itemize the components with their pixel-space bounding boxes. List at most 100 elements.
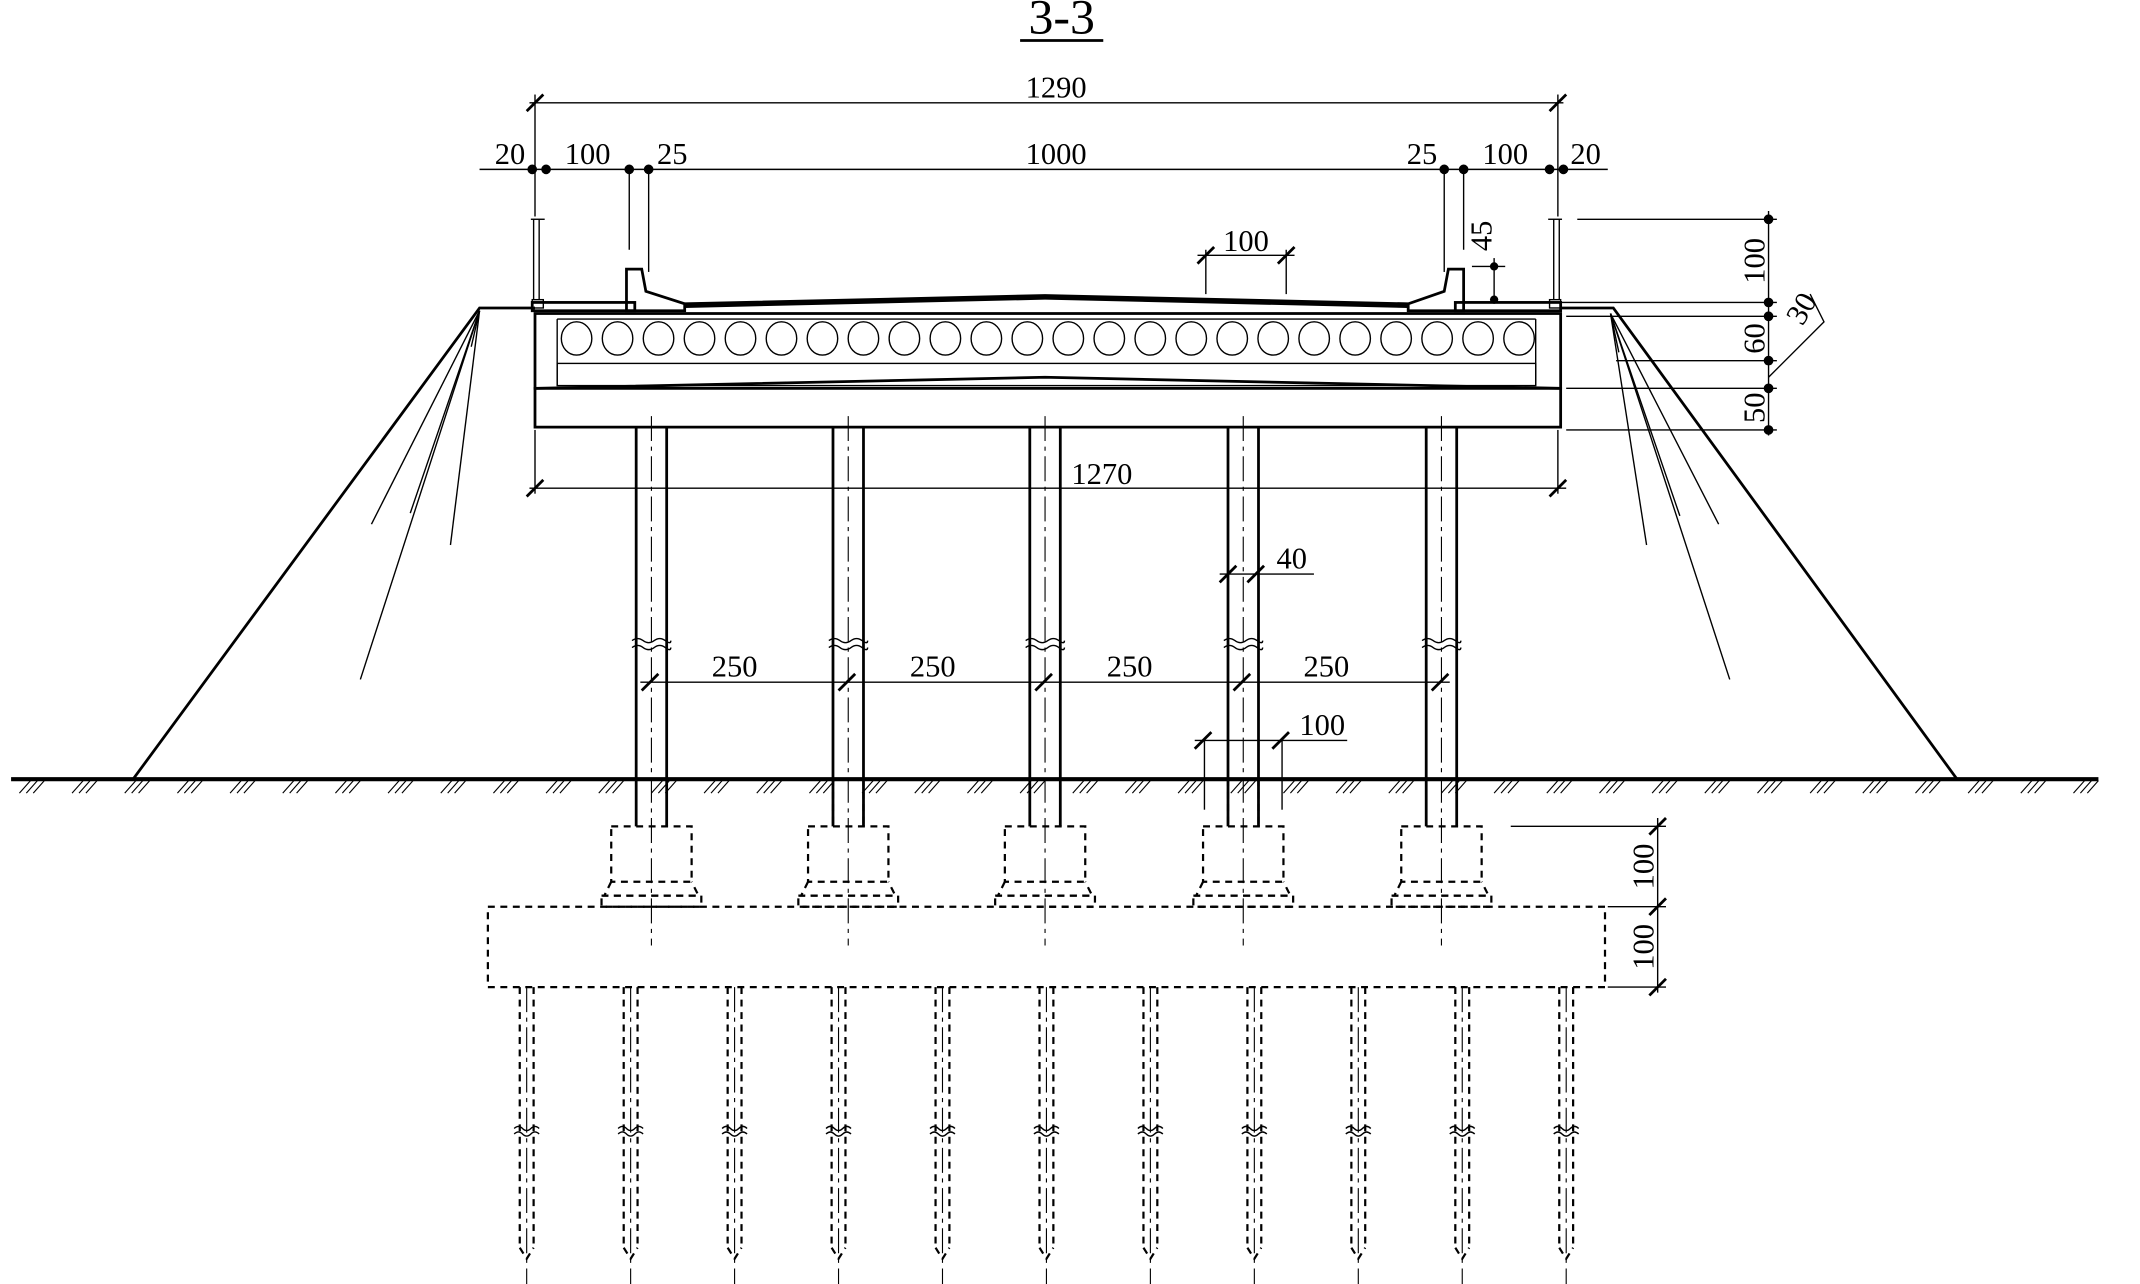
hollow-core: [970, 321, 1003, 356]
break-mark: [1449, 1131, 1476, 1137]
dim-column-spacing-2: 250: [910, 650, 956, 684]
break-mark: [828, 637, 869, 644]
break-mark: [1421, 644, 1462, 651]
break-mark: [1033, 1131, 1060, 1137]
deck-superstructure: [530, 218, 1563, 429]
hollow-core: [806, 321, 839, 356]
hollow-core: [683, 321, 716, 356]
right-embankment-slope: [1560, 306, 1959, 781]
break-mark: [828, 644, 869, 651]
break-mark: [631, 644, 672, 651]
pile: [617, 987, 644, 1284]
hollow-core: [601, 321, 634, 356]
section-title-text: 3-3: [1028, 0, 1094, 45]
break-mark: [1553, 1131, 1580, 1137]
break-mark: [825, 1125, 852, 1132]
slab-bottom-layer: [556, 362, 1537, 387]
dim-column-base-width: 100: [1299, 708, 1345, 742]
break-mark: [1345, 1125, 1372, 1132]
hollow-core: [1462, 321, 1495, 356]
hollow-cores: [560, 321, 1536, 356]
pavement-layer: [684, 294, 1409, 308]
dim-column-spacing-4: 250: [1304, 650, 1350, 684]
break-mark: [631, 637, 672, 644]
left-barrier: [625, 267, 687, 313]
pedestals: [600, 825, 1493, 908]
pile: [929, 987, 956, 1284]
hollow-core: [1011, 321, 1044, 356]
left-railing: [530, 218, 545, 309]
break-mark: [1025, 637, 1066, 644]
dim-left-edge: 20: [495, 137, 525, 171]
section-title: 3-3: [1020, 0, 1104, 45]
dim-column-spacing-3: 250: [1107, 650, 1153, 684]
pedestal: [994, 825, 1097, 908]
ground-hatching: [18, 780, 2099, 794]
cap-beam: [533, 375, 1563, 429]
dimension-dots: [527, 164, 1569, 175]
left-embankment-slope: [131, 306, 535, 781]
dim-barrier-height: 45: [1464, 221, 1498, 251]
break-mark: [825, 1131, 852, 1137]
dimensions: 1290 20 100 25 1000 25 100 20 100: [479, 70, 1825, 997]
hollow-core: [1134, 321, 1167, 356]
break-mark: [1241, 1131, 1268, 1137]
piles: [513, 987, 1580, 1284]
break-mark: [1449, 1125, 1476, 1132]
dim-cap-beam-height: 50: [1737, 393, 1771, 423]
dim-right-edge: 20: [1570, 137, 1600, 171]
pile: [1449, 987, 1476, 1284]
pile: [1345, 987, 1372, 1284]
hollow-core: [560, 321, 593, 356]
break-mark: [513, 1125, 540, 1132]
break-mark: [1223, 637, 1264, 644]
pedestal: [1192, 825, 1295, 908]
pedestal: [600, 825, 703, 908]
dim-footing-height: 100: [1627, 924, 1661, 970]
pile: [513, 987, 540, 1284]
break-mark: [1553, 1125, 1580, 1132]
dim-cap-beam-width: 1270: [1071, 457, 1132, 491]
hollow-core: [724, 321, 757, 356]
ground: [11, 777, 2099, 794]
hollow-core: [1257, 321, 1290, 356]
hollow-core: [1052, 321, 1085, 356]
hollow-core: [1216, 321, 1249, 356]
left-walkway-slab: [530, 301, 637, 313]
hollow-core: [642, 321, 675, 356]
dim-column-spacing-1: 250: [712, 650, 758, 684]
break-mark: [721, 1125, 748, 1132]
hollow-core: [1421, 321, 1454, 356]
break-mark: [929, 1131, 956, 1137]
break-mark: [1137, 1131, 1164, 1137]
dim-pedestal-height: 100: [1627, 844, 1661, 890]
dim-cover-thickness: 30: [1779, 287, 1824, 330]
break-mark: [929, 1125, 956, 1132]
hollow-core: [1380, 321, 1413, 356]
pile: [721, 987, 748, 1284]
break-mark: [1223, 644, 1264, 651]
hollow-core: [1339, 321, 1372, 356]
hollow-core: [1093, 321, 1126, 356]
pile: [1553, 987, 1580, 1284]
break-mark: [1241, 1125, 1268, 1132]
pile: [1137, 987, 1164, 1284]
break-mark: [617, 1131, 644, 1137]
dim-carriageway: 1000: [1026, 137, 1087, 171]
right-slope-hatching: [1609, 313, 1731, 680]
dim-right-barrier: 25: [1407, 137, 1437, 171]
right-barrier: [1406, 267, 1466, 313]
pile: [1033, 987, 1060, 1284]
break-mark: [1033, 1125, 1060, 1132]
dim-overall-width: 1290: [1026, 70, 1087, 104]
hollow-core: [1298, 321, 1331, 356]
break-mark: [1421, 637, 1462, 644]
dim-crown-offset: 100: [1223, 224, 1269, 258]
break-mark: [513, 1131, 540, 1137]
break-mark: [617, 1125, 644, 1132]
right-walkway-slab: [1453, 301, 1563, 313]
pedestal: [1390, 825, 1493, 908]
slab-outline: [533, 312, 1563, 390]
hollow-core: [1175, 321, 1208, 356]
